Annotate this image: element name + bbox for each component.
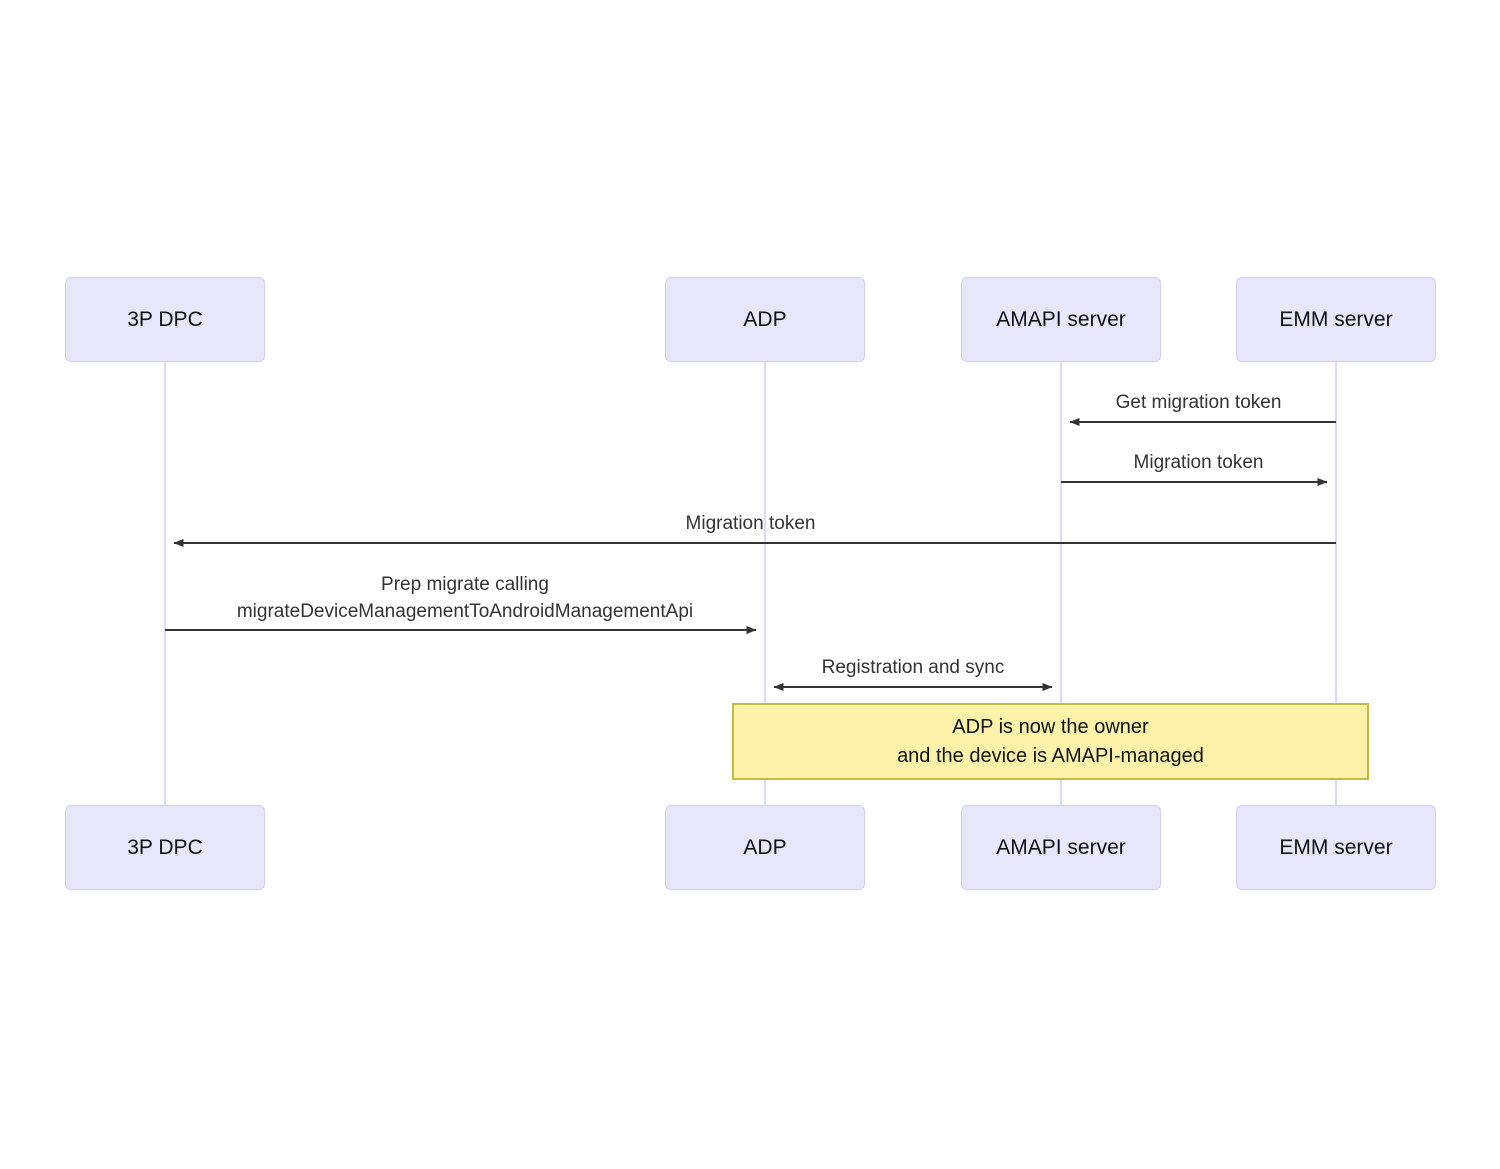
participant-dpc-bottom[interactable]: 3P DPC bbox=[65, 805, 265, 890]
lifeline-emm bbox=[1335, 362, 1337, 805]
participant-dpc-top[interactable]: 3P DPC bbox=[65, 277, 265, 362]
participant-label-dpc-top: 3P DPC bbox=[127, 307, 203, 331]
participant-amapi-top[interactable]: AMAPI server bbox=[961, 277, 1161, 362]
participant-adp-top[interactable]: ADP bbox=[665, 277, 865, 362]
participant-adp-bottom[interactable]: ADP bbox=[665, 805, 865, 890]
participant-label-dpc-bottom: 3P DPC bbox=[127, 835, 203, 859]
message-label-m1: Get migration token bbox=[1115, 392, 1282, 413]
participant-label-emm-bottom: EMM server bbox=[1279, 835, 1393, 859]
participant-label-amapi-bottom: AMAPI server bbox=[996, 835, 1126, 859]
message-label-m2: Migration token bbox=[1133, 452, 1264, 473]
participant-emm-bottom[interactable]: EMM server bbox=[1236, 805, 1436, 890]
lifeline-amapi bbox=[1060, 362, 1062, 805]
participant-emm-top[interactable]: EMM server bbox=[1236, 277, 1436, 362]
participant-amapi-bottom[interactable]: AMAPI server bbox=[961, 805, 1161, 890]
participant-label-amapi-top: AMAPI server bbox=[996, 307, 1126, 331]
message-label-m5: Registration and sync bbox=[821, 657, 1005, 678]
message-label-m4: Prep migrate calling migrateDeviceManage… bbox=[236, 574, 694, 622]
participant-label-adp-top: ADP bbox=[743, 307, 787, 331]
participant-label-emm-top: EMM server bbox=[1279, 307, 1393, 331]
participant-label-adp-bottom: ADP bbox=[743, 835, 787, 859]
note-text-n1: ADP is now the owner and the device is A… bbox=[897, 715, 1204, 767]
lifeline-dpc bbox=[164, 362, 166, 805]
note-n1: ADP is now the owner and the device is A… bbox=[732, 703, 1369, 780]
message-label-m3: Migration token bbox=[685, 513, 816, 534]
lifeline-adp bbox=[764, 362, 766, 805]
